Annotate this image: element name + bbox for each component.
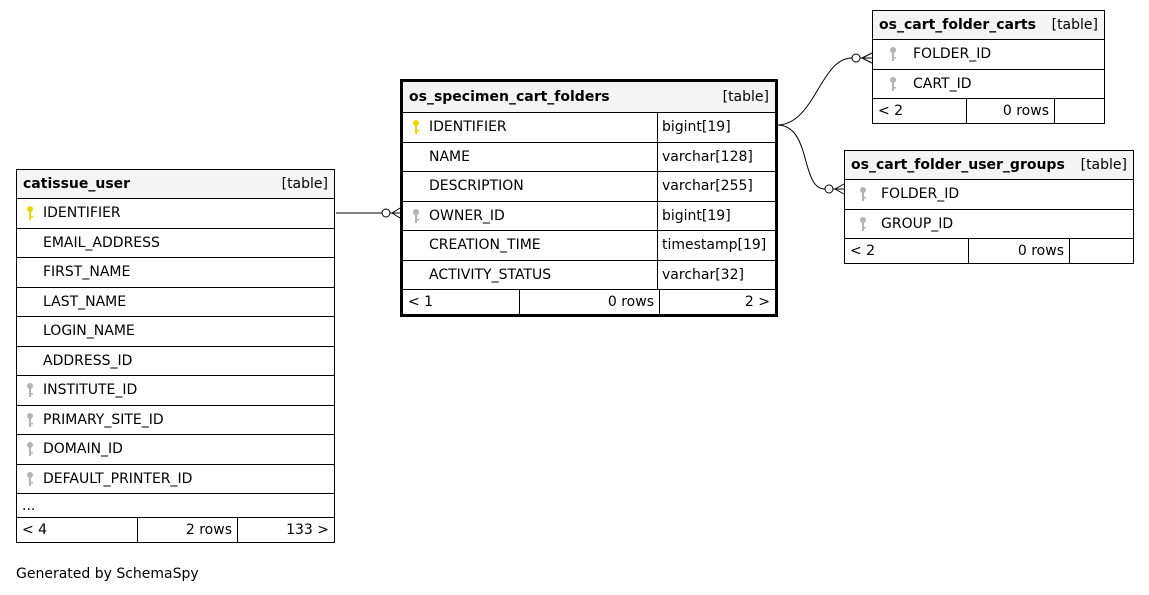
table-name: os_specimen_cart_folders: [409, 89, 610, 105]
column-name: FIRST_NAME: [43, 264, 131, 281]
column-name: FOLDER_ID: [913, 46, 992, 63]
column-row[interactable]: IDENTIFIER bigint[19]: [403, 113, 775, 143]
children-count[interactable]: 2 >: [744, 294, 770, 310]
column-row[interactable]: ADDRESS_ID: [17, 347, 334, 376]
table-os-cart-folder-carts[interactable]: os_cart_folder_carts [table] FOLDER_ID CA…: [872, 10, 1105, 124]
column-name: IDENTIFIER: [429, 119, 507, 136]
column-name: DOMAIN_ID: [43, 441, 123, 458]
column-row[interactable]: CART_ID: [873, 70, 1104, 99]
column-row[interactable]: ACTIVITY_STATUS varchar[32]: [403, 260, 775, 290]
column-row[interactable]: IDENTIFIER: [17, 199, 334, 229]
column-type: bigint[19]: [657, 113, 775, 142]
rows-count: 2 rows: [138, 518, 238, 542]
table-header: os_specimen_cart_folders [table]: [403, 82, 775, 113]
column-name: ACTIVITY_STATUS: [429, 266, 552, 283]
table-os-specimen-cart-folders[interactable]: os_specimen_cart_folders [table] IDENTIF…: [400, 79, 778, 317]
table-name: os_cart_folder_carts: [879, 17, 1036, 33]
column-name: CREATION_TIME: [429, 237, 541, 254]
column-name: DEFAULT_PRINTER_ID: [43, 470, 193, 487]
column-row[interactable]: OWNER_ID bigint[19]: [403, 201, 775, 231]
column-name: OWNER_ID: [429, 207, 505, 224]
column-list: FOLDER_ID GROUP_ID: [845, 180, 1133, 239]
column-name: NAME: [429, 148, 470, 165]
column-row[interactable]: GROUP_ID: [845, 210, 1133, 239]
table-header: os_cart_folder_carts [table]: [873, 11, 1104, 40]
table-kind: [table]: [1051, 17, 1098, 33]
table-catissue-user[interactable]: catissue_user [table] IDENTIFIER EMAIL_AD…: [16, 169, 335, 543]
rows-count: 0 rows: [969, 239, 1070, 263]
parents-count[interactable]: < 2: [845, 239, 969, 263]
column-row[interactable]: NAME varchar[128]: [403, 142, 775, 172]
foreign-key-icon: [17, 441, 43, 457]
primary-key-icon: [17, 205, 43, 221]
column-name: EMAIL_ADDRESS: [43, 234, 160, 251]
foreign-key-icon: [873, 46, 913, 62]
column-row[interactable]: LOGIN_NAME: [17, 317, 334, 347]
column-row[interactable]: EMAIL_ADDRESS: [17, 229, 334, 258]
column-name: PRIMARY_SITE_ID: [43, 411, 164, 428]
foreign-key-icon: [17, 382, 43, 398]
column-list: FOLDER_ID CART_ID: [873, 40, 1104, 99]
children-count: [1070, 239, 1133, 263]
column-name: LOGIN_NAME: [43, 323, 135, 340]
table-footer: < 2 0 rows: [873, 99, 1104, 123]
column-list: IDENTIFIER EMAIL_ADDRESS FIRST_NAME LAST_NA…: [17, 199, 334, 494]
relation-user-to-folder-owner: [336, 207, 401, 219]
parents-count[interactable]: < 4: [17, 518, 138, 542]
foreign-key-icon: [17, 471, 43, 487]
column-row[interactable]: PRIMARY_SITE_ID: [17, 406, 334, 435]
children-count[interactable]: 133 >: [286, 522, 329, 538]
column-row[interactable]: DOMAIN_ID: [17, 435, 334, 465]
foreign-key-icon: [873, 76, 913, 92]
more-columns: ...: [17, 494, 334, 518]
column-type: varchar[128]: [657, 142, 775, 171]
foreign-key-icon: [845, 186, 881, 202]
parents-count[interactable]: < 2: [873, 99, 967, 123]
column-name: INSTITUTE_ID: [43, 382, 138, 399]
primary-key-icon: [403, 119, 429, 135]
table-kind: [table]: [722, 89, 769, 105]
column-name: IDENTIFIER: [43, 205, 121, 222]
column-row[interactable]: INSTITUTE_ID: [17, 376, 334, 406]
foreign-key-icon: [845, 216, 881, 232]
parents-count[interactable]: < 1: [403, 290, 520, 314]
foreign-key-icon: [17, 412, 43, 428]
column-row[interactable]: DEFAULT_PRINTER_ID: [17, 465, 334, 494]
column-name: GROUP_ID: [881, 215, 954, 232]
column-row[interactable]: FOLDER_ID: [873, 40, 1104, 70]
table-kind: [table]: [281, 176, 328, 192]
table-name: catissue_user: [23, 176, 131, 192]
table-footer: < 2 0 rows: [845, 239, 1133, 263]
relation-folder-to-user-groups: [776, 124, 845, 195]
column-row[interactable]: CREATION_TIME timestamp[19]: [403, 231, 775, 261]
rows-count: 0 rows: [520, 290, 660, 314]
table-os-cart-folder-user-groups[interactable]: os_cart_folder_user_groups [table] FOLDE…: [844, 150, 1134, 264]
table-kind: [table]: [1080, 157, 1127, 173]
column-row[interactable]: DESCRIPTION varchar[255]: [403, 172, 775, 202]
column-row[interactable]: FIRST_NAME: [17, 258, 334, 288]
column-name: CART_ID: [913, 75, 972, 92]
table-footer: < 4 2 rows 133 >: [17, 518, 334, 542]
relation-folder-to-carts: [776, 52, 873, 126]
table-header: catissue_user [table]: [17, 170, 334, 199]
column-row[interactable]: FOLDER_ID: [845, 180, 1133, 210]
table-name: os_cart_folder_user_groups: [851, 157, 1065, 173]
column-name: DESCRIPTION: [429, 178, 524, 195]
column-type: bigint[19]: [657, 201, 775, 230]
table-footer: < 1 0 rows 2 >: [403, 290, 775, 314]
column-name: ADDRESS_ID: [43, 352, 133, 369]
column-name: FOLDER_ID: [881, 186, 960, 203]
column-type: varchar[32]: [657, 260, 775, 289]
children-count: [1055, 99, 1104, 123]
foreign-key-icon: [403, 208, 429, 224]
column-row[interactable]: LAST_NAME: [17, 288, 334, 317]
column-type: varchar[255]: [657, 172, 775, 201]
column-name: LAST_NAME: [43, 293, 127, 310]
table-header: os_cart_folder_user_groups [table]: [845, 151, 1133, 180]
column-type: timestamp[19]: [657, 231, 775, 260]
generated-by-label: Generated by SchemaSpy: [16, 566, 199, 582]
rows-count: 0 rows: [967, 99, 1055, 123]
